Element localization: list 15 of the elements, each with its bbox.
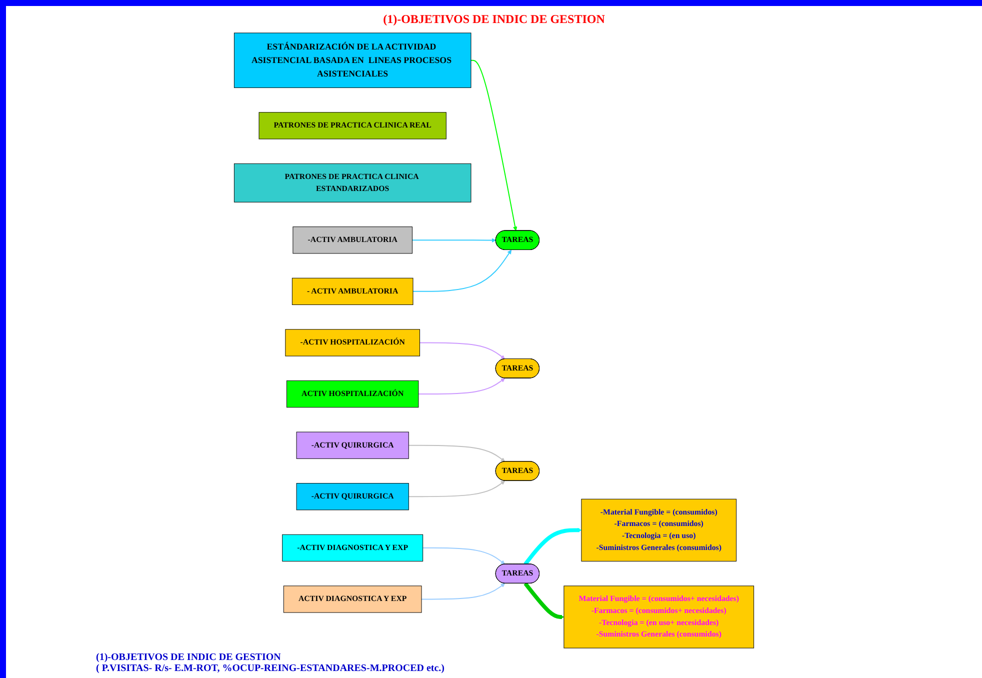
arrow bbox=[412, 238, 496, 242]
node-box: ESTÁNDARIZACIÓN DE LA ACTIVIDAD ASISTENCIAL BASADA EN LINEAS PROCESOS ASISTENCIALES bbox=[234, 32, 472, 88]
footnote-text: (1)-OBJETIVOS DE INDIC DE GESTION bbox=[96, 652, 282, 663]
arrow bbox=[419, 342, 506, 360]
footnote-text: ( P.VISITAS- R/s- E.M-ROT, %OCUP-REING-ESTANDARES-M.PROCED etc.) bbox=[96, 663, 446, 674]
arrow bbox=[422, 547, 506, 564]
note-text: (1)-OBJETIVOS DE INDIC DE GESTION bbox=[382, 12, 606, 27]
arrow bbox=[408, 480, 506, 498]
arrow bbox=[524, 528, 582, 566]
arrow bbox=[421, 583, 506, 600]
arrow bbox=[412, 250, 512, 292]
arrow bbox=[524, 582, 564, 620]
arrow bbox=[470, 60, 518, 231]
arrow bbox=[408, 444, 506, 462]
arrow bbox=[418, 378, 506, 395]
